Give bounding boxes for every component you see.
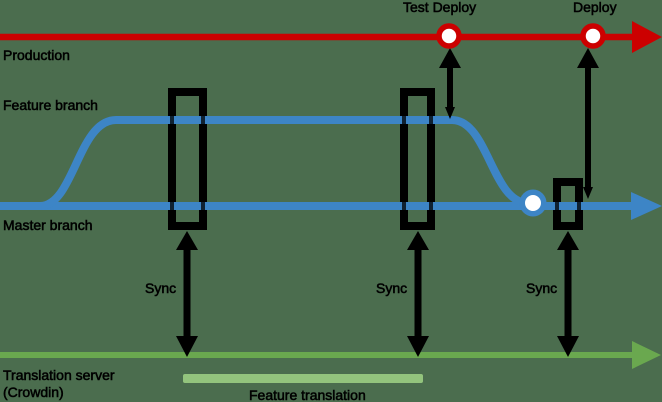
test-deploy-arrow [439,48,461,119]
production-label: Production [3,47,70,63]
deploy-arrow-up-icon [577,48,599,68]
master-arrow-icon [631,192,662,220]
production-lane [0,21,662,53]
merge-marker [519,189,547,217]
translation-arrow-icon [632,341,661,369]
master-lane [0,192,662,220]
test-deploy-arrow-up-icon [439,48,461,68]
sync-gate-2 [400,88,435,230]
production-arrow-icon [632,21,662,53]
gate-crossing-dashes [170,116,581,210]
translation-lane [0,341,661,369]
sync-gate-1 [168,88,207,230]
master-branch-label: Master branch [3,217,92,233]
sync-arrow-1 [176,231,198,357]
feature-branch-label: Feature branch [3,97,98,113]
sync-label-2: Sync [376,280,407,296]
translation-server-label-line1: Translation server [3,367,115,383]
deploy-label: Deploy [573,0,617,15]
feature-translation-bar [183,374,423,383]
sync-arrow-3-up-icon [557,231,579,250]
sync-arrow-2-up-icon [407,231,429,250]
test-deploy-marker [436,23,462,49]
sync-arrow-2 [407,231,429,357]
deploy-marker [580,23,606,49]
deploy-arrow-down-icon [583,187,593,199]
sync-label-3: Sync [526,280,557,296]
deploy-arrow [577,48,599,199]
sync-arrow-3-down-icon [557,336,579,357]
translation-server-label-line2: (Crowdin) [3,384,64,400]
test-deploy-label: Test Deploy [403,0,476,15]
feature-branch-path [39,116,529,210]
sync-arrow-2-down-icon [407,336,429,357]
sync-arrow-1-up-icon [176,231,198,250]
sync-arrow-3 [557,231,579,357]
sync-label-1: Sync [145,280,176,296]
test-deploy-arrow-down-icon [445,107,455,119]
sync-arrow-1-down-icon [176,336,198,357]
feature-translation-label: Feature translation [249,387,366,402]
